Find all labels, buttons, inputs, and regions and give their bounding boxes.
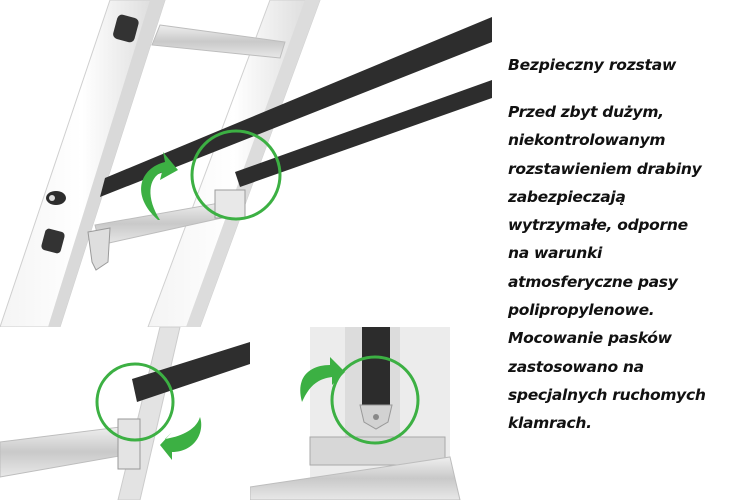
strap-buckle-illustration xyxy=(250,327,465,500)
strap-clamp-illustration xyxy=(0,327,250,500)
feature-body: Przed zbyt dużym, niekontrolowanym rozst… xyxy=(508,103,706,433)
feature-description: Bezpieczny rozstaw Przed zbyt dużym, nie… xyxy=(508,50,740,438)
ladder-illustration xyxy=(0,0,492,327)
curved-arrow-icon xyxy=(141,152,178,220)
highlight-circle xyxy=(190,129,282,221)
ladder-strap-photo-main xyxy=(0,0,495,327)
strap-buckle-photo xyxy=(250,327,465,500)
curved-arrow-icon xyxy=(300,357,345,402)
highlight-circle xyxy=(95,362,175,442)
highlight-circle xyxy=(330,355,420,445)
strap-clamp-photo xyxy=(0,327,250,500)
curved-arrow-icon xyxy=(160,417,202,460)
feature-title: Bezpieczny rozstaw xyxy=(508,56,677,74)
